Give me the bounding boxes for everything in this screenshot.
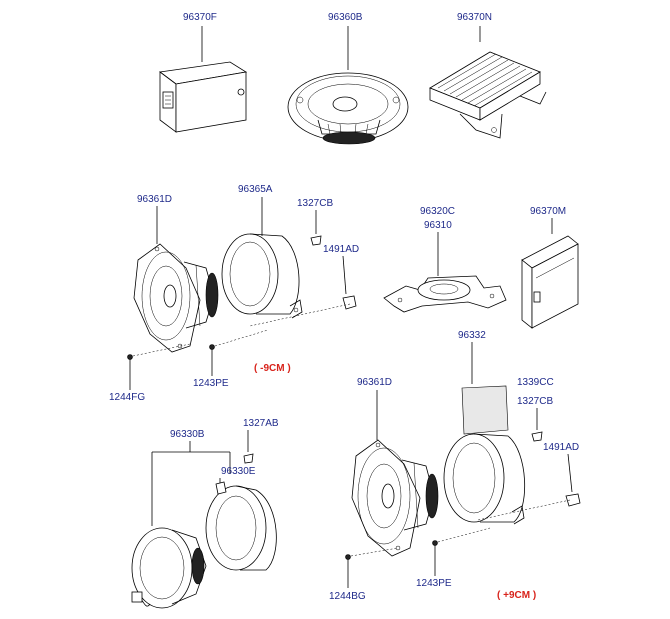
amp-box-96370f bbox=[158, 26, 248, 133]
label-1327cb-upper: 1327CB bbox=[297, 198, 334, 209]
amp-heatsink-96370n bbox=[429, 26, 547, 139]
note-plus-9cm: ( +9CM ) bbox=[497, 590, 537, 601]
amp-box-96370m bbox=[521, 218, 579, 329]
label-96310: 96310 bbox=[424, 220, 452, 231]
speaker-96361d-lower bbox=[351, 390, 439, 557]
label-96361d-lower: 96361D bbox=[357, 377, 393, 388]
label-96370n: 96370N bbox=[457, 12, 493, 23]
label-1491ad-upper: 1491AD bbox=[323, 244, 360, 255]
label-96361d-upper: 96361D bbox=[137, 194, 173, 205]
tweeter-bracket-96320c bbox=[383, 232, 507, 313]
speaker-96330b bbox=[131, 441, 230, 609]
label-96330b: 96330B bbox=[170, 429, 205, 440]
lower-right-hardware bbox=[345, 408, 581, 588]
note-minus-9cm: ( -9CM ) bbox=[254, 363, 291, 374]
oval-speaker-96360b bbox=[287, 26, 409, 145]
speaker-ring-96330e bbox=[205, 430, 277, 571]
label-96330e: 96330E bbox=[221, 466, 256, 477]
speaker-ring-96365a bbox=[221, 197, 303, 319]
label-1339cc: 1339CC bbox=[517, 377, 554, 388]
label-1327ab: 1327AB bbox=[243, 418, 279, 429]
label-1244fg: 1244FG bbox=[109, 392, 146, 403]
label-96332: 96332 bbox=[458, 330, 486, 341]
label-1244bg: 1244BG bbox=[329, 591, 366, 602]
speaker-ring-96332 bbox=[443, 342, 526, 525]
label-1327cb-lower: 1327CB bbox=[517, 396, 554, 407]
label-96370f: 96370F bbox=[183, 12, 217, 23]
speaker-96361d-upper bbox=[133, 206, 219, 353]
mid-left-hardware bbox=[127, 210, 357, 390]
label-96365a: 96365A bbox=[238, 184, 273, 195]
label-1243pe-lower: 1243PE bbox=[416, 578, 452, 589]
label-96360b: 96360B bbox=[328, 12, 363, 23]
label-96370m: 96370M bbox=[530, 206, 567, 217]
label-1491ad-lower: 1491AD bbox=[543, 442, 580, 453]
label-96320c: 96320C bbox=[420, 206, 456, 217]
label-1243pe-upper: 1243PE bbox=[193, 378, 229, 389]
